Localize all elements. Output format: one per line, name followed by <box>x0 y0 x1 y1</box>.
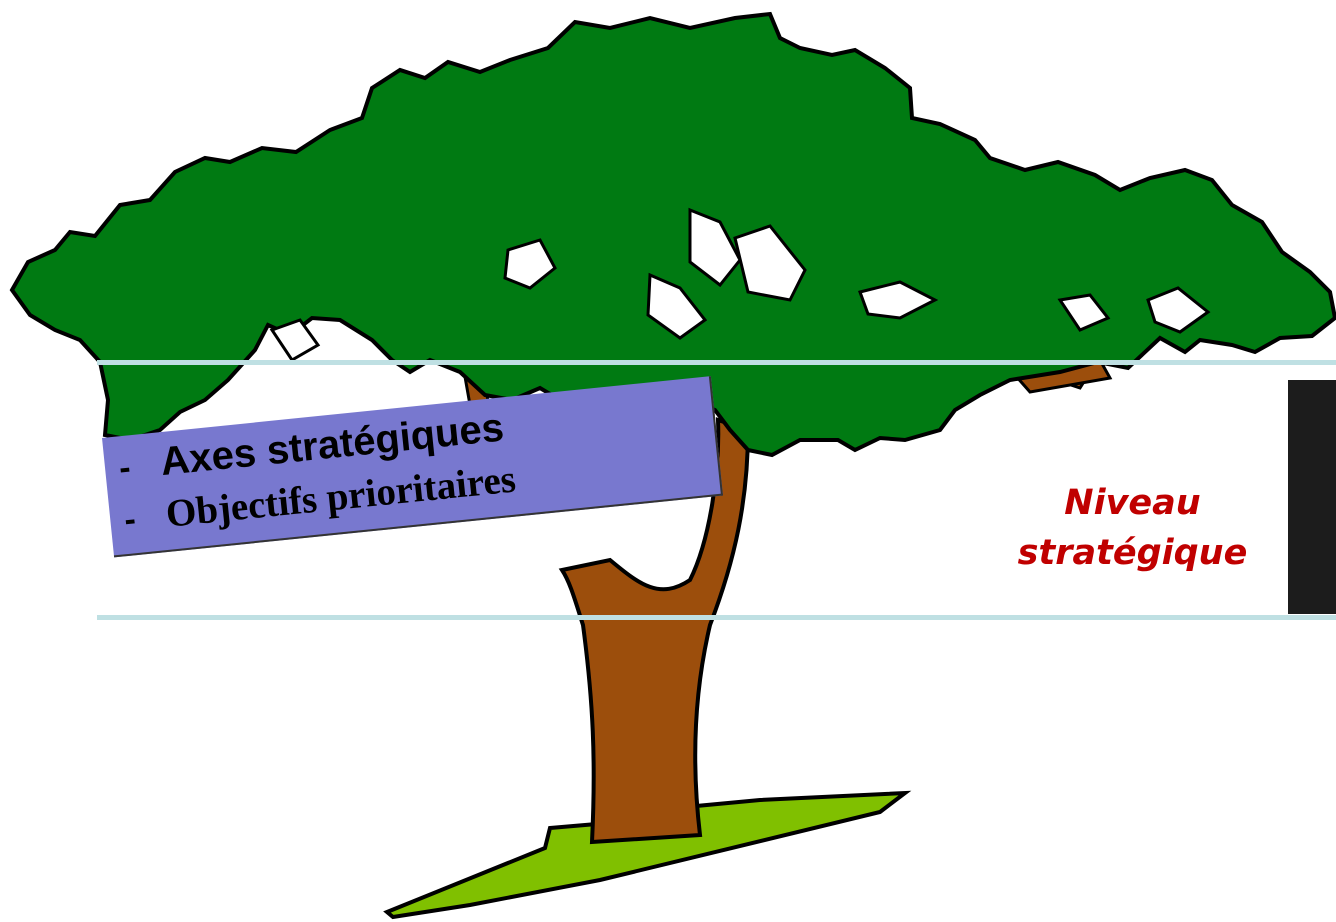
level-label: Niveau stratégique <box>990 478 1275 578</box>
grass-slope <box>383 790 912 920</box>
canopy-gap <box>1146 286 1211 334</box>
level-boundary-bottom <box>97 615 1336 620</box>
side-block <box>1288 380 1336 614</box>
canopy-gap <box>269 318 321 363</box>
canopy-gap <box>646 272 708 340</box>
tree-trunk <box>558 417 751 845</box>
canopy-gap <box>503 238 557 290</box>
level-label-line1: Niveau <box>1064 483 1201 523</box>
canopy-gap <box>1057 293 1111 332</box>
tree-canopy <box>9 11 1336 458</box>
bullet-dash: - <box>122 500 138 540</box>
bullet-dash: - <box>117 448 133 488</box>
canopy-gap <box>688 207 742 288</box>
canopy-gap <box>858 280 939 320</box>
canopy-gap <box>733 224 807 302</box>
level-label-line2: stratégique <box>1017 533 1248 573</box>
level-boundary-top <box>97 360 1336 365</box>
